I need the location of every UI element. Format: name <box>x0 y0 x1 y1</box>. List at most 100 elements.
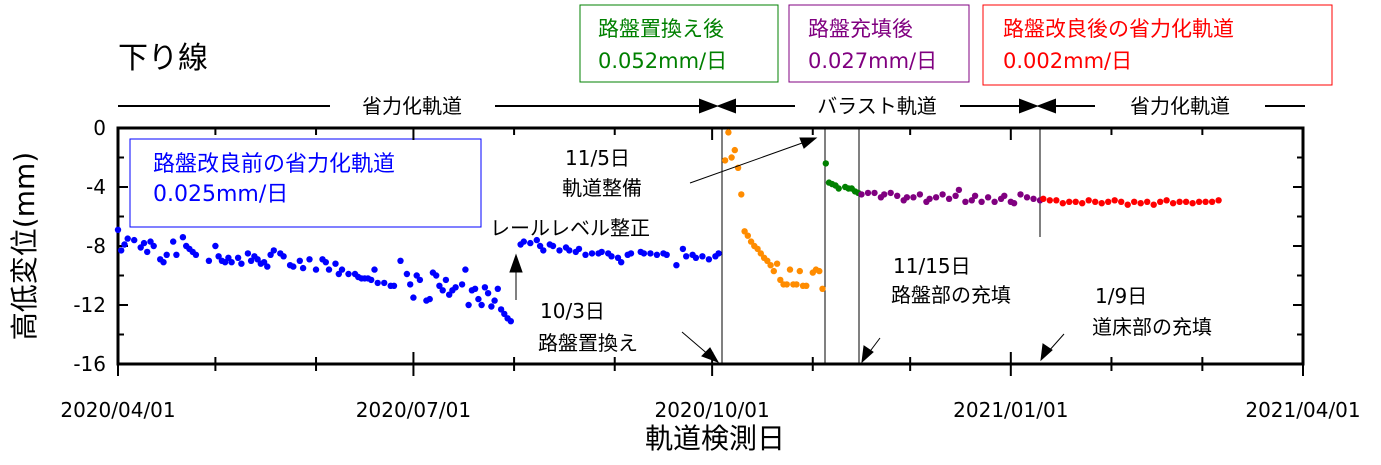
data-point <box>407 281 414 288</box>
data-point <box>507 318 514 325</box>
data-point <box>1046 197 1054 204</box>
data-point <box>520 238 527 245</box>
data-point <box>260 259 268 266</box>
data-point <box>1131 198 1138 205</box>
data-point <box>549 242 557 250</box>
data-point <box>322 259 329 266</box>
data-point <box>325 266 333 273</box>
data-point <box>627 250 635 257</box>
x-tick-label: 2021/01/01 <box>953 398 1068 422</box>
data-point <box>247 257 255 264</box>
data-point <box>741 228 748 235</box>
y-tick-label: -8 <box>86 234 106 258</box>
data-point <box>540 247 547 254</box>
band-label-left: 省力化軌道 <box>362 94 462 118</box>
data-point <box>462 266 469 273</box>
data-point <box>501 310 508 318</box>
x-tick-label: 2020/07/01 <box>356 398 471 422</box>
data-point <box>497 306 505 313</box>
data-point <box>816 267 823 275</box>
data-point <box>488 303 495 310</box>
data-point <box>725 129 732 136</box>
data-point <box>1163 197 1170 204</box>
data-point <box>1118 198 1125 205</box>
data-point <box>1030 195 1037 202</box>
data-point <box>163 251 170 258</box>
data-point <box>952 192 959 199</box>
data-point <box>264 263 271 270</box>
data-point <box>679 245 687 253</box>
data-point <box>312 266 320 273</box>
data-point <box>556 247 563 254</box>
data-point <box>1215 197 1222 204</box>
data-point <box>582 251 589 258</box>
data-point <box>699 253 706 260</box>
data-point <box>124 235 131 242</box>
red-box-rate: 0.002mm/日 <box>1003 49 1132 73</box>
data-point <box>894 192 901 199</box>
data-point <box>228 259 235 266</box>
x-tick-label: 2020/04/01 <box>60 398 175 422</box>
data-point <box>335 270 342 278</box>
data-point <box>215 253 222 260</box>
data-point <box>1053 197 1060 204</box>
data-point <box>212 242 219 250</box>
data-point <box>803 282 810 289</box>
data-point <box>822 160 829 167</box>
data-point <box>793 281 800 288</box>
green-box-rate: 0.052mm/日 <box>598 49 727 73</box>
annotation-jan9-event: 道床部の充填 <box>1092 315 1212 339</box>
annotation-nov15-date: 11/15日 <box>893 254 971 278</box>
data-point <box>978 198 985 205</box>
data-point <box>767 262 774 269</box>
y-tick-label: -12 <box>73 293 106 317</box>
green-box-title: 路盤置換え後 <box>598 17 724 41</box>
series <box>517 236 722 269</box>
data-point <box>939 191 946 198</box>
data-point <box>971 192 979 199</box>
data-point <box>945 195 953 202</box>
data-point <box>984 194 992 201</box>
data-point <box>433 272 440 279</box>
data-point <box>345 270 352 278</box>
data-point <box>1189 200 1196 207</box>
legend-box-red: 路盤改良後の省力化軌道 0.002mm/日 <box>982 4 1333 86</box>
data-point <box>1150 201 1157 208</box>
legend-box-blue: 路盤改良前の省力化軌道 0.025mm/日 <box>129 138 482 228</box>
purple-box-title: 路盤充填後 <box>808 17 913 41</box>
data-point <box>835 185 842 192</box>
data-point <box>1059 200 1067 207</box>
data-point <box>338 266 346 273</box>
data-point <box>1124 201 1131 208</box>
data-point <box>796 267 803 275</box>
series <box>1040 195 1222 208</box>
data-points <box>114 129 1222 325</box>
data-point <box>705 256 713 263</box>
data-point <box>871 189 878 197</box>
data-point <box>426 295 433 303</box>
x-tick-label: 2020/10/01 <box>654 398 769 422</box>
data-point <box>413 272 420 279</box>
annotation-nov5-event: 軌道整備 <box>562 176 642 200</box>
data-point <box>968 197 975 204</box>
data-point <box>452 284 459 291</box>
annotation-rail-level: レールレベル整正 <box>490 216 650 240</box>
annotation-oct3-date: 10/3日 <box>540 299 605 323</box>
data-point <box>170 238 177 245</box>
data-point <box>955 186 963 194</box>
data-point <box>484 290 492 297</box>
data-point <box>757 250 764 257</box>
data-point <box>673 262 680 269</box>
data-point <box>244 250 252 257</box>
data-point <box>903 194 911 201</box>
data-point <box>234 254 242 261</box>
data-point <box>588 250 596 257</box>
annotation-arrows <box>509 137 1065 364</box>
data-point <box>397 257 404 264</box>
data-point <box>1066 198 1073 205</box>
data-point <box>663 251 670 258</box>
data-point <box>1182 198 1190 205</box>
data-point <box>916 191 924 198</box>
data-point <box>962 198 969 205</box>
data-point <box>225 254 232 261</box>
